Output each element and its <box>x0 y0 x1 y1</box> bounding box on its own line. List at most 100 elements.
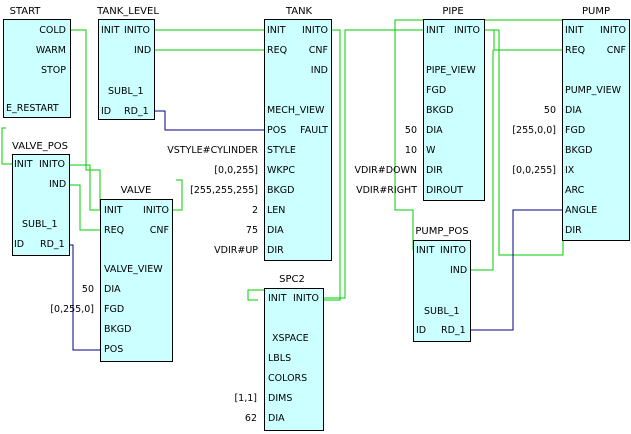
block-title-spc2: SPC2 <box>279 274 305 285</box>
spc2-xspace: XSPACE <box>272 333 309 344</box>
spc2-dims-value: [1,1] <box>234 393 257 404</box>
valve-pos-id: ID <box>14 239 25 250</box>
pump-ix-value: [0,0,255] <box>512 165 556 176</box>
pump-dir: DIR <box>565 225 582 236</box>
tank-cnf: CNF <box>308 45 328 56</box>
pump-pos-ind: IND <box>450 265 468 276</box>
valve-pos-rd: RD_1 <box>40 239 65 250</box>
pump-fgd: FGD <box>565 125 586 136</box>
spc2-lbls: LBLS <box>268 353 292 364</box>
tank-fault: FAULT <box>300 125 328 136</box>
tank-dir-value: VDIR#UP <box>214 245 258 256</box>
valve-dia: DIA <box>104 284 121 295</box>
spc2-dia: DIA <box>268 413 285 424</box>
pump-angle: ANGLE <box>565 205 598 216</box>
valve-init: INIT <box>104 205 123 216</box>
pump-pos-inito: INITO <box>440 245 466 256</box>
pump-block[interactable] <box>562 19 630 241</box>
pump-pos-rd: RD_1 <box>441 325 466 336</box>
valve-cnf: CNF <box>149 225 169 236</box>
pipe-dia-value: 50 <box>404 125 417 136</box>
tank-level-rd: RD_1 <box>124 106 149 117</box>
valve-pos-ind: IND <box>49 179 67 190</box>
data-wire-pumppos-rd1-pump-angle <box>470 209 563 331</box>
valve-pos-inito: INITO <box>39 159 65 170</box>
pump-dia: DIA <box>565 105 582 116</box>
tank-block[interactable] <box>264 19 332 261</box>
valve-dia-value: 50 <box>81 284 94 295</box>
block-title-pipe: PIPE <box>442 6 464 17</box>
tank-dia: DIA <box>267 225 284 236</box>
block-title-start: START <box>9 6 41 17</box>
pipe-block[interactable] <box>423 19 485 201</box>
pipe-w-value: 10 <box>404 145 417 156</box>
tank-bkgd-value: [255,255,255] <box>190 185 258 196</box>
valve-pos: POS <box>104 344 124 355</box>
tank-level-id: ID <box>101 106 112 117</box>
event-wire-valvepos-loop <box>1 127 12 165</box>
block-title-pump: PUMP <box>581 6 610 17</box>
pipe-w: W <box>426 145 436 156</box>
event-wire-spc2-left <box>247 289 265 301</box>
tank-level-inito: INITO <box>124 25 150 36</box>
pump-dia-value: 50 <box>543 105 556 116</box>
pump-cnf: CNF <box>606 45 626 56</box>
valve-pos-block[interactable] <box>12 154 70 256</box>
start-block[interactable] <box>3 19 71 118</box>
pump-inito: INITO <box>600 25 626 36</box>
event-wire-pipe-inito-pump-init <box>484 29 564 256</box>
tank-len-value: 2 <box>251 205 258 216</box>
event-wire-tank-cnf-valve <box>172 179 183 211</box>
tank-level-init: INIT <box>101 25 120 36</box>
data-wire-rd1-tank-pos <box>155 110 265 131</box>
spc2-inito: INITO <box>293 293 319 304</box>
valve-bkgd: BKGD <box>104 324 132 335</box>
tank-bkgd: BKGD <box>267 185 295 196</box>
pump-init: INIT <box>565 25 584 36</box>
valve-req: REQ <box>104 225 125 236</box>
spc2-dia-value: 62 <box>244 413 257 424</box>
block-title-tank: TANK <box>285 6 313 17</box>
event-wire-spc2-inito-pipe <box>323 29 423 299</box>
tank-pos: POS <box>267 125 287 136</box>
start-port-cold: COLD <box>39 25 66 36</box>
tank-wkpc-value: [0,0,255] <box>214 165 258 176</box>
valve-block[interactable] <box>100 199 173 362</box>
start-port-erestart: E_RESTART <box>6 103 59 114</box>
valve-fgd-value: [0,255,0] <box>50 304 94 315</box>
event-wire-start-cold <box>71 29 101 209</box>
event-wire-pipe-inito-pump-req <box>484 29 563 51</box>
tank-style: STYLE <box>267 145 296 156</box>
pump-pos-block[interactable] <box>413 240 471 342</box>
pipe-view: PIPE_VIEW <box>426 65 476 76</box>
data-wire-valvepos-rd1-valve-pos <box>70 244 101 351</box>
pump-ix: IX <box>565 165 575 176</box>
tank-init: INIT <box>267 25 286 36</box>
tank-dia-value: 75 <box>245 225 258 236</box>
pipe-dirout: DIROUT <box>426 185 463 196</box>
pipe-inito: INITO <box>454 25 480 36</box>
valve-inito: INITO <box>143 205 169 216</box>
block-title-valve: VALVE <box>120 185 152 196</box>
event-wire-valvepos-inito-valve-init <box>70 164 101 211</box>
block-title-pump-pos: PUMP_POS <box>415 226 469 237</box>
valve-pos-sub: SUBL_1 <box>22 219 58 230</box>
pipe-dirout-value: VDIR#RIGHT <box>356 185 417 196</box>
block-title-tank-level: TANK_LEVEL <box>97 6 159 17</box>
valve-view: VALVE_VIEW <box>104 264 163 275</box>
spc2-init: INIT <box>268 293 287 304</box>
pipe-dir-value: VDIR#DOWN <box>354 165 417 176</box>
block-title-valve-pos: VALVE_POS <box>12 141 68 152</box>
tank-level-block[interactable] <box>98 19 155 120</box>
pump-pos-init: INIT <box>416 245 435 256</box>
pipe-dia: DIA <box>426 125 443 136</box>
start-port-stop: STOP <box>40 65 66 76</box>
spc2-dims: DIMS <box>268 393 293 404</box>
spc2-block[interactable] <box>264 288 324 431</box>
tank-ind: IND <box>310 65 328 76</box>
event-wire-valvepos-ind-valve-req <box>70 184 101 231</box>
spc2-colors: COLORS <box>268 373 308 384</box>
pump-bkgd: BKGD <box>565 145 593 156</box>
tank-wkpc: WKPC <box>267 165 295 176</box>
tank-inito: INITO <box>302 25 328 36</box>
